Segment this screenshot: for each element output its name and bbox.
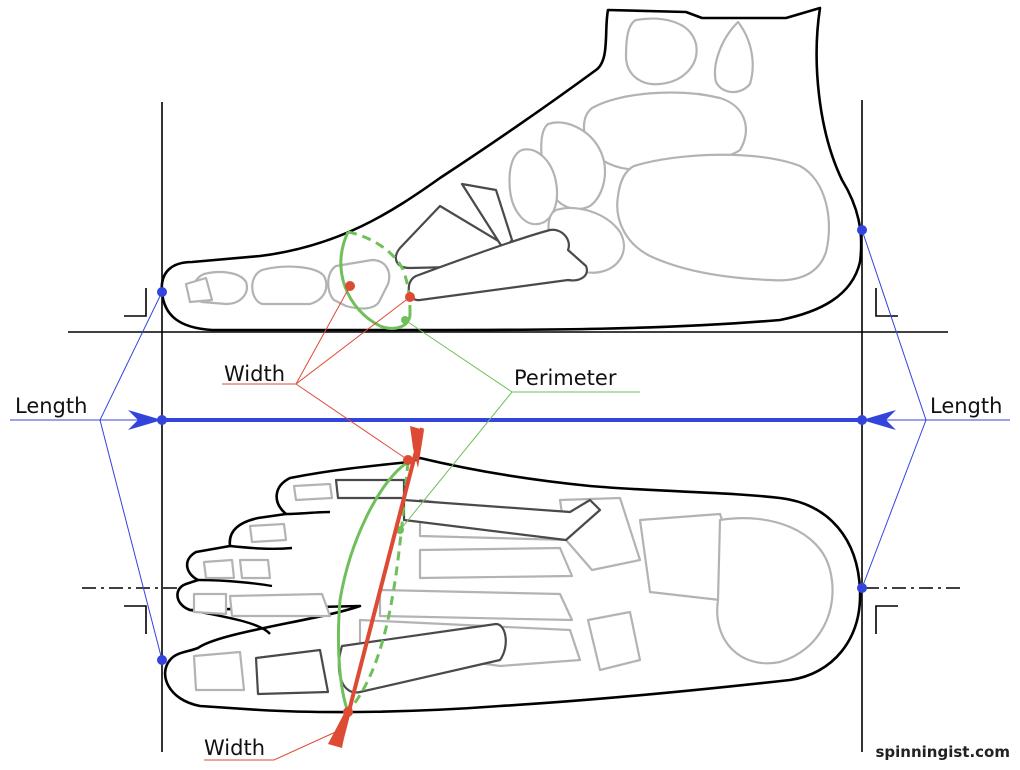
width-measurement bbox=[204, 281, 424, 761]
toe-bone-6 bbox=[292, 482, 334, 502]
length-measurement bbox=[10, 225, 1010, 665]
distal-tip-bone bbox=[184, 276, 214, 304]
toe-bone-2 bbox=[228, 592, 332, 618]
length-point-toe-top bbox=[157, 655, 167, 665]
toe-phalanx-dark-1 bbox=[334, 478, 406, 500]
width-label-top: Width bbox=[224, 362, 285, 386]
toe-bone-4 bbox=[238, 558, 272, 580]
toe-gap-2 bbox=[197, 578, 273, 588]
toe-bone-3 bbox=[202, 558, 236, 580]
toe-gap-3 bbox=[229, 544, 293, 551]
corner-mark-bottom-right bbox=[875, 605, 898, 634]
tibia-bone bbox=[624, 17, 698, 86]
length-label-left: Length bbox=[15, 394, 87, 418]
width-point-top-inner bbox=[343, 707, 353, 717]
perimeter-loop-side-dashed bbox=[347, 230, 412, 315]
metatarsal-bone-c bbox=[378, 588, 574, 622]
calcaneus-top-bone bbox=[716, 517, 834, 665]
corner-mark-top-right bbox=[875, 288, 898, 317]
foot-side-view bbox=[160, 6, 863, 332]
length-point-left bbox=[157, 415, 167, 425]
metatarsal-dark-1 bbox=[402, 498, 602, 542]
length-leader-left-angle bbox=[99, 291, 163, 661]
cuneiform-top-bone bbox=[586, 610, 642, 672]
length-point-heel-top bbox=[857, 583, 867, 593]
hallux-phalanx-dark bbox=[254, 648, 330, 696]
metatarsal-5-bone bbox=[407, 228, 588, 302]
perimeter-loop-top-solid bbox=[336, 460, 409, 713]
width-label-bottom: Width bbox=[204, 736, 265, 760]
length-label-right: Length bbox=[930, 394, 1002, 418]
middle-phalanx-bone bbox=[251, 265, 328, 306]
foot-top-view bbox=[163, 456, 862, 714]
corner-mark-top-left bbox=[124, 288, 147, 317]
perimeter-loop-side-solid bbox=[339, 231, 412, 330]
cuneiform-bone bbox=[508, 148, 559, 226]
width-arrow-bottom bbox=[328, 706, 348, 748]
metatarsal-bone-b bbox=[418, 546, 574, 580]
toe-bone-7 bbox=[192, 650, 246, 692]
length-point-heel-side bbox=[857, 225, 867, 235]
length-point-toe-side bbox=[157, 287, 167, 297]
metatarsal-2-bone bbox=[460, 182, 514, 252]
fibula-bone bbox=[713, 20, 754, 94]
width-line bbox=[338, 427, 424, 747]
corner-mark-bottom-left bbox=[124, 605, 147, 634]
length-arrow-left bbox=[128, 410, 162, 430]
calcaneus-bone bbox=[616, 153, 831, 282]
toe-gap-4 bbox=[285, 510, 331, 516]
length-point-right bbox=[857, 415, 867, 425]
proximal-phalanx-bone bbox=[327, 258, 391, 310]
width-arrow-top bbox=[410, 426, 424, 468]
length-arrow-right bbox=[862, 410, 896, 430]
toe-bone-1 bbox=[192, 592, 228, 616]
toe-bone-5 bbox=[248, 522, 288, 544]
watermark: spinningist.com bbox=[876, 743, 1011, 761]
length-leader-right-angle bbox=[861, 229, 927, 589]
width-leader-to-top-view bbox=[295, 383, 409, 461]
perimeter-label: Perimeter bbox=[514, 366, 617, 390]
width-leader-bottom bbox=[204, 729, 341, 761]
